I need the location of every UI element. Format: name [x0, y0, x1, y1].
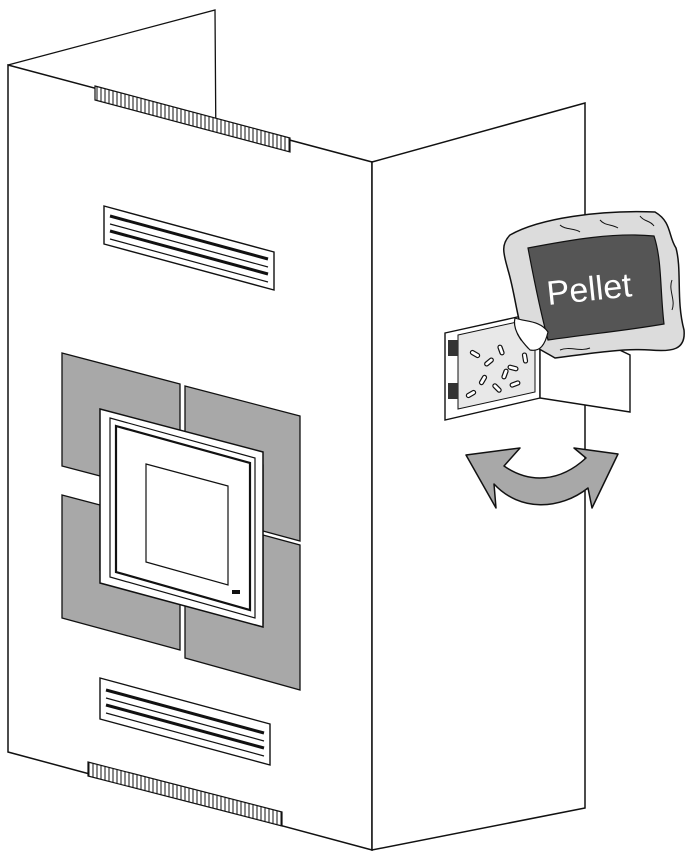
bag-label: Pellet — [545, 266, 634, 313]
door-handle-icon — [232, 590, 240, 594]
pellet-hopper-hatch — [444, 310, 631, 421]
hinge-bottom-icon — [448, 383, 458, 399]
back-side-panel — [7, 9, 217, 156]
pellet-bag: Pellet — [503, 210, 685, 359]
lower-air-grille — [99, 677, 271, 766]
upper-air-grille — [103, 205, 275, 291]
firebox-door — [99, 408, 264, 628]
hinge-top-icon — [448, 340, 458, 356]
top-vent-grille — [94, 85, 291, 153]
rotation-arrow-icon — [465, 447, 619, 509]
bottom-vent-grille — [87, 761, 283, 827]
